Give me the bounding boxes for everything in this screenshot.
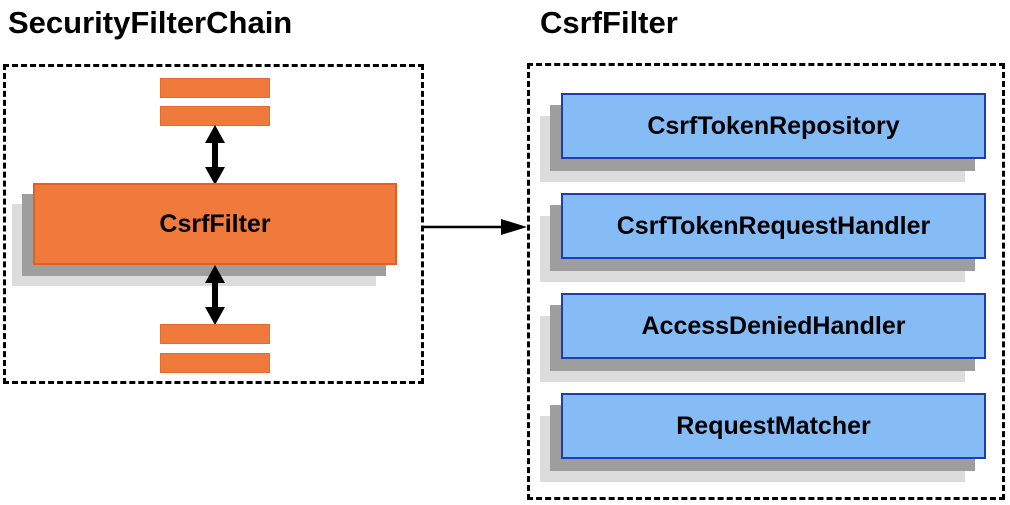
csrf-filter-container bbox=[527, 63, 1005, 500]
security-filter-chain-title: SecurityFilterChain bbox=[8, 5, 293, 40]
component-box-request-matcher: RequestMatcher bbox=[561, 393, 986, 459]
filter-bar bbox=[160, 353, 270, 373]
component-box-csrf-token-repository: CsrfTokenRepository bbox=[561, 93, 986, 159]
component-box-label: CsrfTokenRequestHandler bbox=[616, 211, 931, 240]
component-box-label: RequestMatcher bbox=[676, 411, 871, 440]
bidirectional-arrow-icon bbox=[205, 125, 225, 185]
component-box-access-denied-handler: AccessDeniedHandler bbox=[561, 293, 986, 359]
filter-bar bbox=[160, 78, 270, 98]
flow-arrow-icon bbox=[423, 219, 527, 235]
csrf-filter-box: CsrfFilter bbox=[33, 183, 397, 265]
csrf-filter-box-label: CsrfFilter bbox=[159, 209, 271, 238]
component-box-label: AccessDeniedHandler bbox=[641, 311, 906, 340]
filter-bar bbox=[160, 324, 270, 344]
component-box-csrf-token-request-handler: CsrfTokenRequestHandler bbox=[561, 193, 986, 259]
bidirectional-arrow-icon bbox=[205, 265, 225, 325]
component-box-label: CsrfTokenRepository bbox=[647, 111, 900, 140]
filter-bar bbox=[160, 106, 270, 126]
csrf-filter-title: CsrfFilter bbox=[540, 5, 678, 40]
security-filter-chain-container bbox=[3, 64, 424, 384]
